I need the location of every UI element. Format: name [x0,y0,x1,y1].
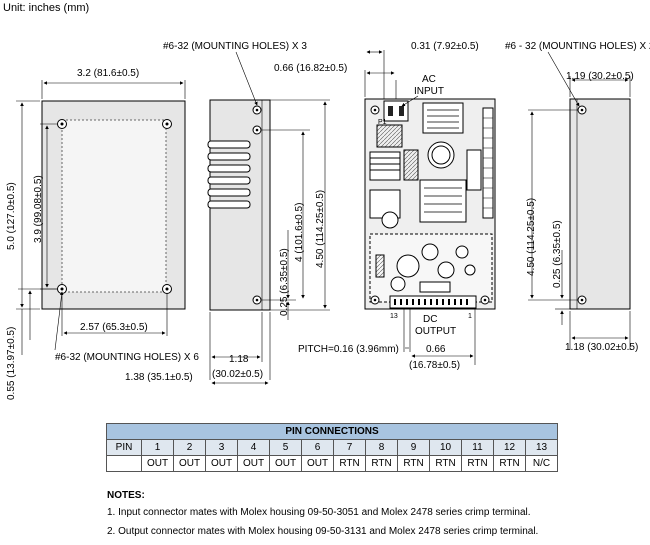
dim-1-18-b: (30.02±0.5) [212,369,263,380]
pin-function-cell: RTN [493,455,526,472]
pin-number-cell: 4 [237,439,270,456]
dim-1-38: 1.38 (35.1±0.5) [125,372,193,383]
mounting-hole [57,119,67,129]
mounting-hole [162,284,172,294]
dim-3-9: 3.9 (99.08±0.5) [33,175,44,243]
pin-function-cell: RTN [365,455,398,472]
pin-number-cell: 3 [205,439,238,456]
dim-1-18-a: 1.18 [229,354,249,365]
pin-number-cell: 6 [301,439,334,456]
dim-0-25-right: 0.25 (6.35±0.5) [552,220,563,288]
vent-slots [207,140,251,209]
mounting-hole [577,105,587,115]
mounting-hole [370,105,380,115]
pin-function-cell: RTN [461,455,494,472]
pin-number-cell: 5 [269,439,302,456]
dim-5-0: 5.0 (127.0±0.5) [6,182,17,250]
mounting-hole [370,295,380,305]
dim-3-2: 3.2 (81.6±0.5) [77,68,139,79]
pin-1-label: 1 [468,313,472,320]
pin-number-cell: 12 [493,439,526,456]
note-2: 2. Output connector mates with Molex hou… [107,526,539,537]
mounting-hole [577,295,587,305]
pin-function-cell: OUT [205,455,238,472]
dim-0-31: 0.31 (7.92±0.5) [411,41,479,52]
pin-table-title: PIN CONNECTIONS [106,423,558,440]
notes: NOTES: 1. Input connector mates with Mol… [107,490,538,545]
dim-1-18-right: 1.18 (30.02±0.5) [565,342,638,353]
pin-function-cell: RTN [333,455,366,472]
pin-number-cell: 1 [141,439,174,456]
mounting-hole [480,295,490,305]
ac-input-connector [383,100,409,122]
pin-number-cell: 2 [173,439,206,456]
pitch-label: PITCH=0.16 (3.96mm) [298,344,399,355]
mounting-hole [252,295,262,305]
pin-function-cell: OUT [301,455,334,472]
dim-2-57: 2.57 (65.3±0.5) [80,322,148,333]
pin-function-cell: OUT [141,455,174,472]
pin-function-cell: N/C [525,455,558,472]
dim-0-66-b1: 0.66 [426,344,446,355]
pin-row-label: PIN [106,439,142,456]
dim-0-25-left: 0.25 (6.35±0.5) [279,248,290,316]
ac-input-label-1: AC [422,74,436,85]
pin-number-cell: 13 [525,439,558,456]
side-view [207,99,271,311]
ac-input-label-2: INPUT [414,86,444,97]
unit-label: Unit: inches (mm) [3,2,90,14]
pin-13-label: 13 [390,313,398,320]
mounting-hole [162,119,172,129]
mount-x6-label: #6-32 (MOUNTING HOLES) X 6 [55,352,199,363]
p1-label: P1 [378,119,387,126]
dc-output-label-2: OUTPUT [415,326,456,337]
right-side-view [569,98,631,310]
dim-4-50-left: 4.50 (114.25±0.5) [315,190,326,268]
dim-1-19: 1.19 (30.2±0.5) [566,71,634,82]
mount-x3-label: #6-32 (MOUNTING HOLES) X 3 [163,41,307,52]
pin-function-cell: OUT [269,455,302,472]
mount-x2-label: #6 - 32 (MOUNTING HOLES) X 2 [505,41,650,52]
pin-number-cell: 10 [429,439,462,456]
dim-0-66-top: 0.66 (16.82±0.5) [274,63,347,74]
mounting-hole [252,125,262,135]
dim-4: 4 (101.6±0.5) [294,203,305,262]
pin-function-cell: RTN [429,455,462,472]
notes-title: NOTES: [107,490,145,501]
dim-0-66-b2: (16.78±0.5) [409,360,460,371]
fn-row-label [106,455,142,472]
pin-function-cell: OUT [173,455,206,472]
pin-number-cell: 7 [333,439,366,456]
dc-output-connector [389,295,477,309]
mounting-hole [252,105,262,115]
top-view-pcb: P1 [364,98,496,310]
pin-function-cell: RTN [397,455,430,472]
bottom-view [41,100,186,310]
pin-function-cell: OUT [237,455,270,472]
pin-number-cell: 9 [397,439,430,456]
note-1: 1. Input connector mates with Molex hous… [107,507,531,518]
dim-0-55: 0.55 (13.97±0.5) [6,327,17,400]
pin-number-cell: 11 [461,439,494,456]
dim-4-50-right: 4.50 (114.25±0.5) [526,198,537,276]
pin-number-cell: 8 [365,439,398,456]
dc-output-label-1: DC [423,314,437,325]
